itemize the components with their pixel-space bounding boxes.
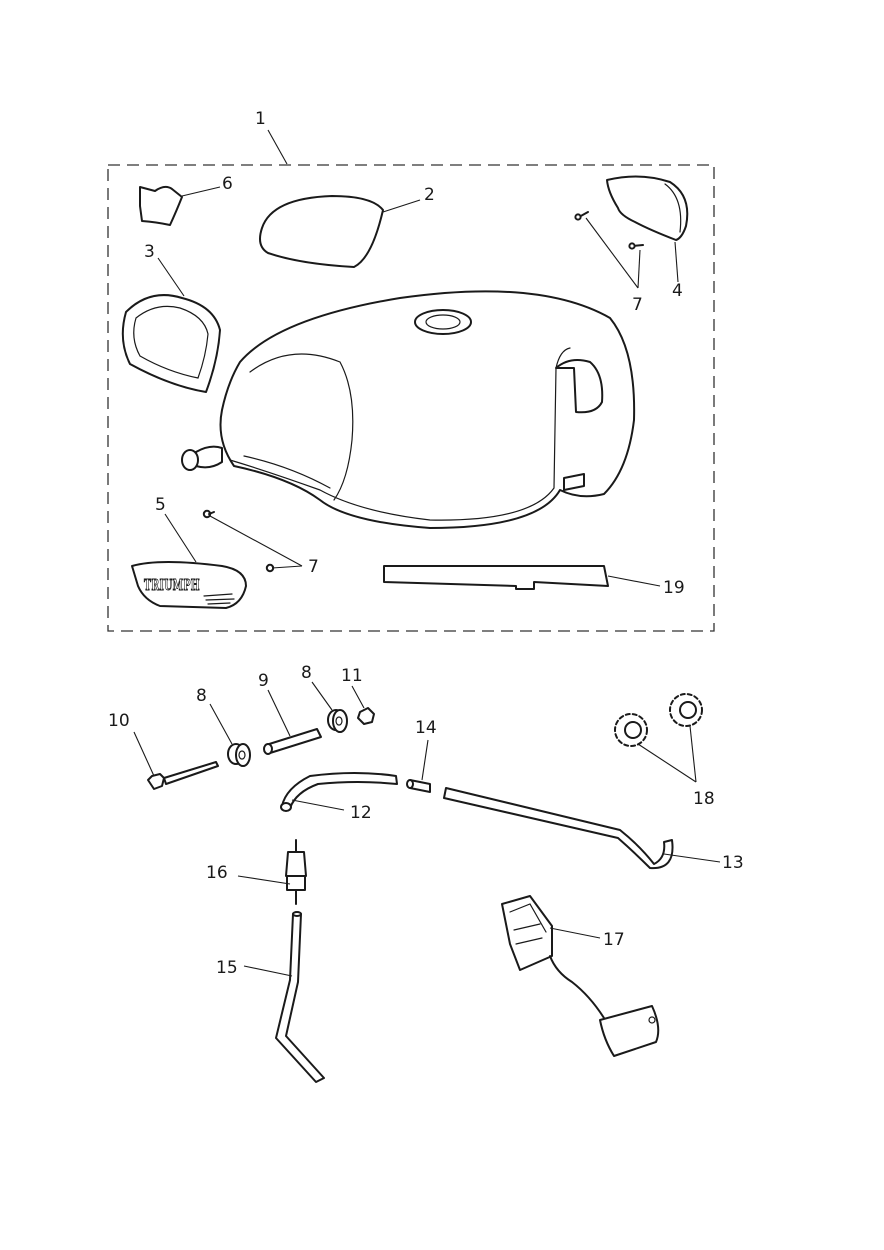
callout-15: 15 — [216, 958, 238, 978]
part-6-small-decal[interactable] — [139, 185, 183, 226]
callout-7-top: 7 — [632, 295, 643, 315]
callout-2: 2 — [424, 185, 435, 205]
callout-16: 16 — [206, 863, 228, 883]
callout-9: 9 — [258, 671, 269, 691]
callout-17: 17 — [603, 930, 625, 950]
callout-8-right: 8 — [301, 663, 312, 683]
part-19-strip[interactable] — [383, 565, 609, 590]
part-3-knee-pad[interactable] — [121, 294, 221, 393]
callout-13: 13 — [722, 853, 744, 873]
part-2-knee-pad[interactable] — [259, 195, 384, 268]
callout-5: 5 — [155, 495, 166, 515]
part-14-connector[interactable] — [406, 779, 431, 793]
part-18-gear-b[interactable] — [669, 693, 703, 727]
part-12-bent-hose[interactable] — [280, 772, 398, 812]
part-10-bolt[interactable] — [147, 761, 219, 790]
callout-1: 1 — [255, 109, 266, 129]
callout-4: 4 — [672, 281, 683, 301]
tank-kit-dashed-box — [107, 164, 715, 632]
callout-11: 11 — [341, 666, 363, 686]
part-5-tank-badge[interactable]: TRIUMPH — [131, 561, 247, 609]
callout-8-left: 8 — [196, 686, 207, 706]
part-17-fuel-level-sender[interactable] — [501, 895, 660, 1057]
part-7-screw-top-a[interactable] — [574, 211, 589, 221]
callout-7-lower: 7 — [308, 557, 319, 577]
callout-12: 12 — [350, 803, 372, 823]
callout-14: 14 — [415, 718, 437, 738]
fuel-tank-body — [181, 290, 636, 529]
part-7-screw-top-b[interactable] — [628, 242, 644, 250]
callout-6: 6 — [222, 174, 233, 194]
part-15-vertical-hose[interactable] — [275, 911, 325, 1083]
callout-19: 19 — [663, 578, 685, 598]
part-5-badge-lettering: TRIUMPH — [144, 576, 200, 594]
callout-3: 3 — [144, 242, 155, 262]
part-7-screw-lower-a[interactable] — [202, 509, 215, 519]
callout-10: 10 — [108, 711, 130, 731]
part-8-grommet-b[interactable] — [327, 709, 348, 733]
part-9-spacer-tube[interactable] — [263, 728, 322, 755]
callout-numbers: 1 2 3 4 5 6 7 7 8 8 9 10 11 12 13 14 15 … — [108, 109, 744, 978]
callout-18: 18 — [693, 789, 715, 809]
part-11-nut[interactable] — [357, 707, 375, 725]
part-16-fuel-filter[interactable] — [285, 839, 307, 905]
leader-lines — [133, 129, 721, 977]
part-8-grommet-a[interactable] — [227, 743, 251, 767]
part-13-long-hose[interactable] — [443, 787, 674, 870]
part-4-cover[interactable] — [606, 175, 689, 241]
part-18-gear-a[interactable] — [614, 713, 648, 747]
